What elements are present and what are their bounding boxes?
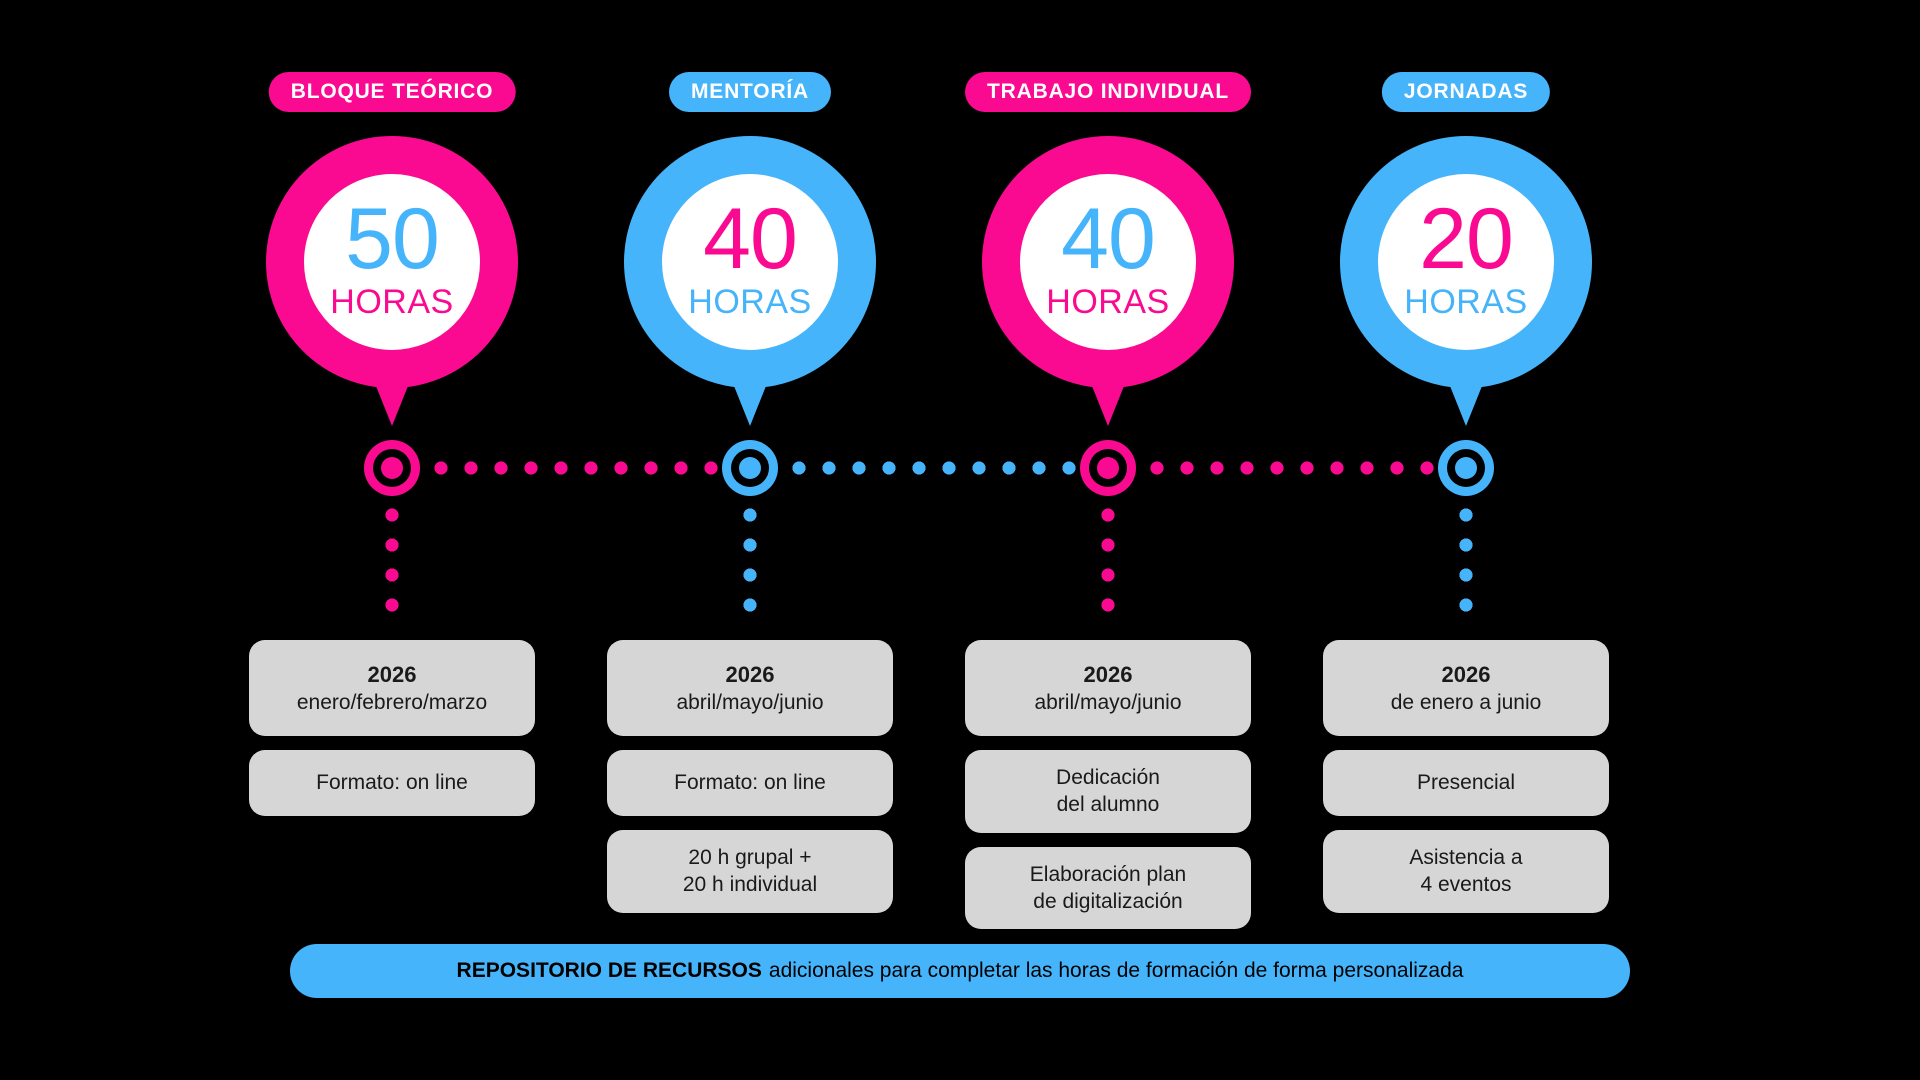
info-box-text: Formato: on line: [674, 771, 826, 795]
connector-dots-2: [784, 461, 1142, 475]
vertical-dots: [1459, 500, 1473, 622]
date-info-box: 2026 abril/mayo/junio: [607, 640, 893, 736]
pin-circle: 20 HORAS: [1340, 136, 1592, 388]
detail-info-box: 20 h grupal + 20 h individual: [607, 830, 893, 913]
pin-inner-disc: 40 HORAS: [1020, 174, 1196, 350]
hours-pin: 50 HORAS: [266, 136, 518, 426]
timeline-node-gap: [1089, 449, 1127, 487]
banner-subtitle: adicionales para completar las horas de …: [768, 959, 1464, 982]
date-info-box: 2026 enero/febrero/marzo: [249, 640, 535, 736]
info-box-text: Presencial: [1416, 771, 1516, 795]
timeline-column-3: TRABAJO INDIVIDUAL 40 HORAS 2026 abril/ma…: [928, 0, 1288, 1080]
column-badge-label: TRABAJO INDIVIDUAL: [987, 80, 1229, 103]
column-badge-label: BLOQUE TEÓRICO: [290, 80, 494, 103]
vertical-dots: [743, 500, 757, 622]
detail-info-box: Formato: on line: [607, 750, 893, 816]
info-box-text: abril/mayo/junio: [676, 691, 824, 715]
pin-inner-disc: 20 HORAS: [1378, 174, 1554, 350]
vertical-dots: [385, 500, 399, 622]
timeline-node-gap: [1447, 449, 1485, 487]
hours-pin: 40 HORAS: [982, 136, 1234, 426]
column-badge[interactable]: MENTORÍA: [668, 72, 832, 112]
info-box-text: enero/febrero/marzo: [296, 691, 488, 715]
pin-circle: 50 HORAS: [266, 136, 518, 388]
timeline-node-core: [381, 457, 403, 479]
pin-hours-unit: HORAS: [1404, 282, 1528, 321]
column-badge[interactable]: BLOQUE TEÓRICO: [268, 72, 516, 112]
pin-hours-number: 50: [345, 191, 440, 288]
connector-dots-1: [426, 461, 784, 475]
info-box-text: abril/mayo/junio: [1034, 691, 1182, 715]
detail-info-box: Presencial: [1323, 750, 1609, 816]
timeline-column-1: BLOQUE TEÓRICO 50 HORAS 2026 enero/febrer…: [212, 0, 572, 1080]
info-box-year: 2026: [1083, 661, 1133, 687]
hours-pin: 40 HORAS: [624, 136, 876, 426]
detail-info-box: Dedicación del alumno: [965, 750, 1251, 833]
detail-info-box: Asistencia a 4 eventos: [1323, 830, 1609, 913]
info-box-text: Elaboración plan de digitalización: [1029, 862, 1187, 913]
timeline-node[interactable]: [1080, 440, 1136, 496]
resources-banner[interactable]: REPOSITORIO DE RECURSOS adicionales para…: [290, 944, 1630, 998]
pin-hours-unit: HORAS: [1046, 282, 1170, 321]
timeline-node-core: [1455, 457, 1477, 479]
hours-pin: 20 HORAS: [1340, 136, 1592, 426]
timeline-node-gap: [731, 449, 769, 487]
info-box-text: 20 h grupal + 20 h individual: [682, 846, 818, 897]
info-box-text: Asistencia a 4 eventos: [1409, 846, 1523, 897]
column-badge[interactable]: TRABAJO INDIVIDUAL: [965, 72, 1251, 112]
info-box-text: de enero a junio: [1390, 691, 1542, 715]
pin-circle: 40 HORAS: [982, 136, 1234, 388]
info-box-text: Dedicación del alumno: [1056, 766, 1160, 817]
column-badge-label: JORNADAS: [1403, 80, 1529, 103]
pin-hours-unit: HORAS: [330, 282, 454, 321]
column-badge[interactable]: JORNADAS: [1381, 72, 1551, 112]
timeline-node[interactable]: [722, 440, 778, 496]
pin-hours-number: 40: [703, 191, 798, 288]
timeline-node-core: [739, 457, 761, 479]
info-box-text: Formato: on line: [316, 771, 468, 795]
timeline-node-core: [1097, 457, 1119, 479]
connector-dots-3: [1142, 461, 1500, 475]
timeline-node[interactable]: [364, 440, 420, 496]
vertical-dots: [1101, 500, 1115, 622]
pin-circle: 40 HORAS: [624, 136, 876, 388]
info-box-year: 2026: [725, 661, 775, 687]
pin-hours-unit: HORAS: [688, 282, 812, 321]
date-info-box: 2026 de enero a junio: [1323, 640, 1609, 736]
pin-inner-disc: 50 HORAS: [304, 174, 480, 350]
date-info-box: 2026 abril/mayo/junio: [965, 640, 1251, 736]
pin-hours-number: 40: [1061, 191, 1156, 288]
banner-title: REPOSITORIO DE RECURSOS: [456, 959, 762, 982]
detail-info-box: Elaboración plan de digitalización: [965, 846, 1251, 930]
info-box-year: 2026: [367, 661, 417, 687]
timeline-node-gap: [373, 449, 411, 487]
column-badge-label: MENTORÍA: [690, 80, 810, 103]
pin-inner-disc: 40 HORAS: [662, 174, 838, 350]
pin-hours-number: 20: [1419, 191, 1514, 288]
timeline-node[interactable]: [1438, 440, 1494, 496]
detail-info-box: Formato: on line: [249, 750, 535, 816]
info-box-year: 2026: [1441, 661, 1491, 687]
